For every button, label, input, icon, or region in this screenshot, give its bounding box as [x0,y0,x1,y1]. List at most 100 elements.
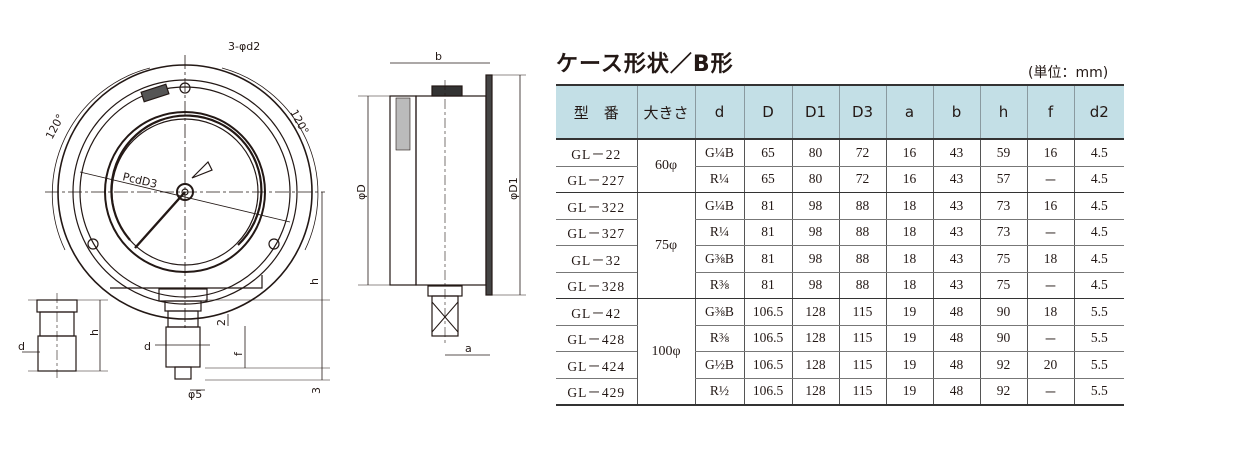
cell-a: 18 [885,192,933,220]
cell-d: G⅜B [694,245,744,273]
cell-model: GL－22 [556,139,637,167]
cell-h: 57 [979,166,1027,193]
cell-d2: 4.5 [1073,192,1124,220]
three-label: 3 [310,387,323,394]
cell-a: 19 [885,325,933,352]
cell-b: 43 [932,219,980,246]
cell-model: GL－32 [556,245,637,273]
cell-D3: 115 [838,378,886,406]
cell-a: 19 [885,298,933,326]
cell-f: － [1026,325,1074,352]
cell-d2: 5.5 [1073,325,1124,352]
d-left-label: d [18,340,25,353]
cell-D1: 128 [791,325,839,352]
gauge-front-view [45,55,330,391]
f-label: f [232,351,245,356]
cell-D: 81 [743,219,792,246]
cell-model: GL－428 [556,325,637,352]
cell-D3: 88 [838,192,886,220]
cell-D1: 98 [791,245,839,273]
cell-d: R⅜ [694,272,744,299]
cell-D1: 98 [791,272,839,299]
cell-model: GL－322 [556,192,637,220]
cell-d: G¼B [694,192,744,220]
thread-detail-view [22,293,108,378]
cell-D: 81 [743,192,792,220]
cell-d2: 4.5 [1073,245,1124,273]
cell-b: 43 [932,245,980,273]
header-d2: d2 [1073,84,1124,140]
cell-h: 75 [979,272,1027,299]
cell-d: G¼B [694,139,744,167]
cell-a: 18 [885,219,933,246]
cell-b: 43 [932,139,980,167]
cell-h: 75 [979,245,1027,273]
cell-D: 106.5 [743,298,792,326]
h-main-label: h [308,278,321,285]
cell-f: － [1026,378,1074,406]
cell-a: 19 [885,351,933,379]
cell-f: － [1026,219,1074,246]
cell-D1: 98 [791,192,839,220]
cell-D3: 88 [838,219,886,246]
cell-model: GL－327 [556,219,637,246]
cell-D: 81 [743,245,792,273]
cell-b: 43 [932,192,980,220]
cell-f: 16 [1026,139,1074,167]
cell-D: 106.5 [743,325,792,352]
cell-d2: 4.5 [1073,166,1124,193]
cell-D1: 128 [791,351,839,379]
holes-label: 3-φd2 [228,40,260,53]
cell-f: － [1026,166,1074,193]
header-f: f [1026,84,1074,140]
cell-size: 100φ [636,298,695,406]
cell-a: 18 [885,245,933,273]
cell-d2: 4.5 [1073,139,1124,167]
angle-left-label: 120° [43,112,67,142]
cell-h: 90 [979,298,1027,326]
header-D: D [743,84,792,140]
cell-size: 60φ [636,139,695,193]
cell-f: 18 [1026,298,1074,326]
b-label: b [435,50,442,63]
header-h: h [979,84,1027,140]
cell-D1: 128 [791,298,839,326]
header-a: a [885,84,933,140]
cell-d: G½B [694,351,744,379]
cell-model: GL－42 [556,298,637,326]
cell-f: 18 [1026,245,1074,273]
cell-h: 92 [979,378,1027,406]
cell-D3: 88 [838,245,886,273]
cell-d2: 5.5 [1073,378,1124,406]
table-header-row: 型 番 大きさ d D D1 D3 a b h f d2 [556,84,1124,140]
cell-D: 65 [743,139,792,167]
gauge-side-view [358,62,526,356]
cell-d2: 4.5 [1073,272,1124,299]
page-title: ケース形状／B形 [556,52,734,77]
cell-D1: 80 [791,139,839,167]
cell-d: R½ [694,378,744,406]
cell-D: 81 [743,272,792,299]
cell-d2: 5.5 [1073,298,1124,326]
cell-b: 48 [932,298,980,326]
cell-D1: 128 [791,378,839,406]
phi5-label: φ5 [188,388,202,401]
header-size: 大きさ [636,84,695,140]
cell-D3: 72 [838,166,886,193]
cell-h: 73 [979,192,1027,220]
cell-d: R⅜ [694,325,744,352]
cell-model: GL－429 [556,378,637,406]
d-mid-label: d [144,340,151,353]
cell-d2: 4.5 [1073,219,1124,246]
cell-a: 18 [885,272,933,299]
cell-h: 92 [979,351,1027,379]
header-D3: D3 [838,84,886,140]
